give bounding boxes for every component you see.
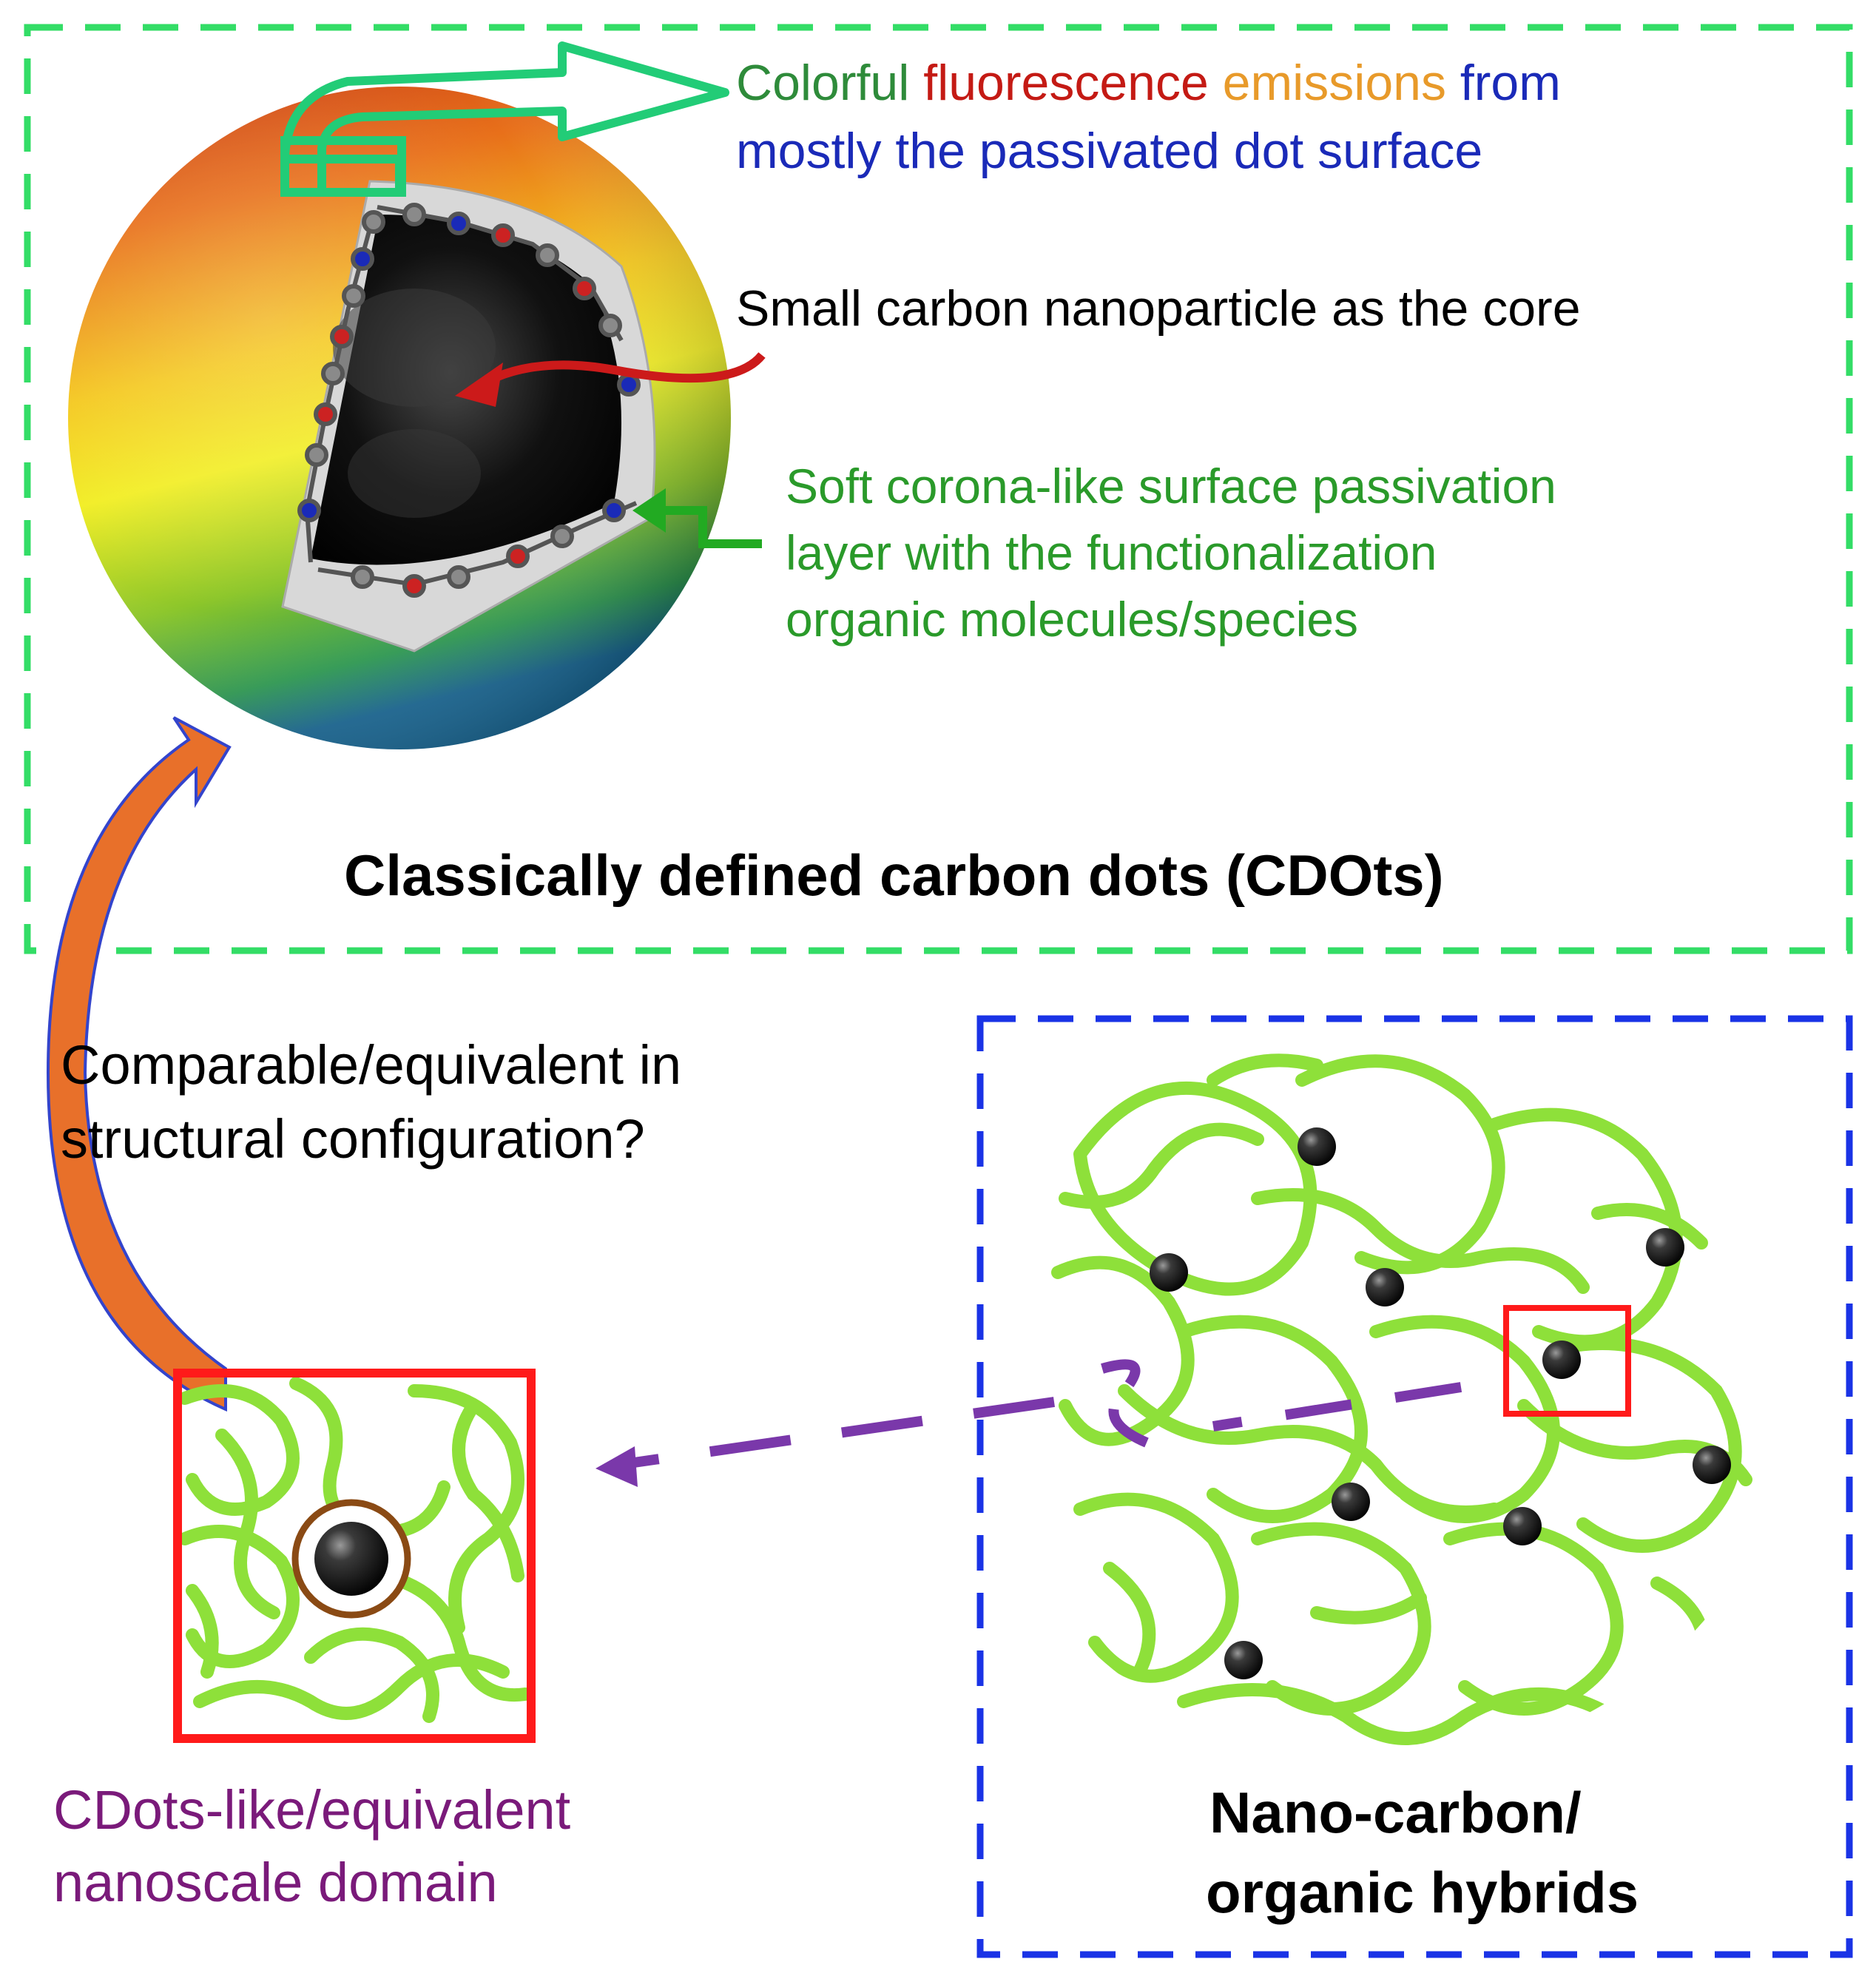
carbon-dot — [1693, 1446, 1731, 1484]
hybrid-title-line1: Nano-carbon/ — [1209, 1780, 1582, 1845]
cdots-panel-border — [24, 24, 1853, 954]
hybrid-title-line2: organic hybrids — [1206, 1860, 1639, 1925]
carbon-dot — [1503, 1507, 1542, 1545]
emission-segment: fluorescence — [923, 55, 1222, 111]
carbon-dot — [1150, 1253, 1188, 1292]
passivation-label-line2: layer with the functionalization — [786, 525, 1437, 580]
curved-arrow — [46, 716, 232, 1412]
question-line2: structural configuration? — [61, 1108, 645, 1170]
core-label: Small carbon nanoparticle as the core — [736, 280, 1581, 337]
zoom-box — [1503, 1305, 1631, 1417]
carbon-dot — [1542, 1341, 1581, 1379]
carbon-dot — [1646, 1228, 1684, 1267]
domain-carbon-dot — [291, 1499, 411, 1619]
dashed-arrow-head — [595, 1446, 638, 1487]
emission-segment: from — [1460, 55, 1561, 111]
passivation-molecules — [297, 203, 641, 598]
hybrid-carbon-dots — [1150, 1127, 1731, 1679]
passivation-label-line3: organic molecules/species — [786, 592, 1358, 647]
dashed-arrow — [627, 1359, 1462, 1468]
question-line1: Comparable/equivalent in — [61, 1034, 681, 1096]
emission-segment: Colorful — [736, 55, 923, 111]
domain-label-line2: nanoscale domain — [53, 1852, 498, 1913]
domain-polymer — [178, 1377, 531, 1723]
emission-segment: emissions — [1223, 55, 1460, 111]
carbon-dot-sphere — [68, 87, 731, 749]
core-arrow — [479, 352, 766, 389]
emission-text-line1: Colorful fluorescence emissions from — [736, 55, 1561, 111]
passivation-arrow — [651, 506, 762, 548]
hybrid-panel-border — [976, 1015, 1853, 1958]
domain-label-line1: CDots-like/equivalent — [53, 1779, 571, 1841]
hybrid-polymer-network — [1051, 1053, 1752, 1745]
emission-text-line2: mostly the passivated dot surface — [736, 123, 1482, 179]
carbon-dot — [1298, 1127, 1336, 1166]
domain-box — [173, 1369, 536, 1743]
carbon-dot — [1366, 1268, 1404, 1306]
carbon-dot — [1332, 1483, 1370, 1521]
passivation-label-line1: Soft corona-like surface passivation — [786, 459, 1556, 513]
cdots-title: Classically defined carbon dots (CDOts) — [344, 843, 1444, 908]
carbon-dot — [1224, 1641, 1263, 1679]
